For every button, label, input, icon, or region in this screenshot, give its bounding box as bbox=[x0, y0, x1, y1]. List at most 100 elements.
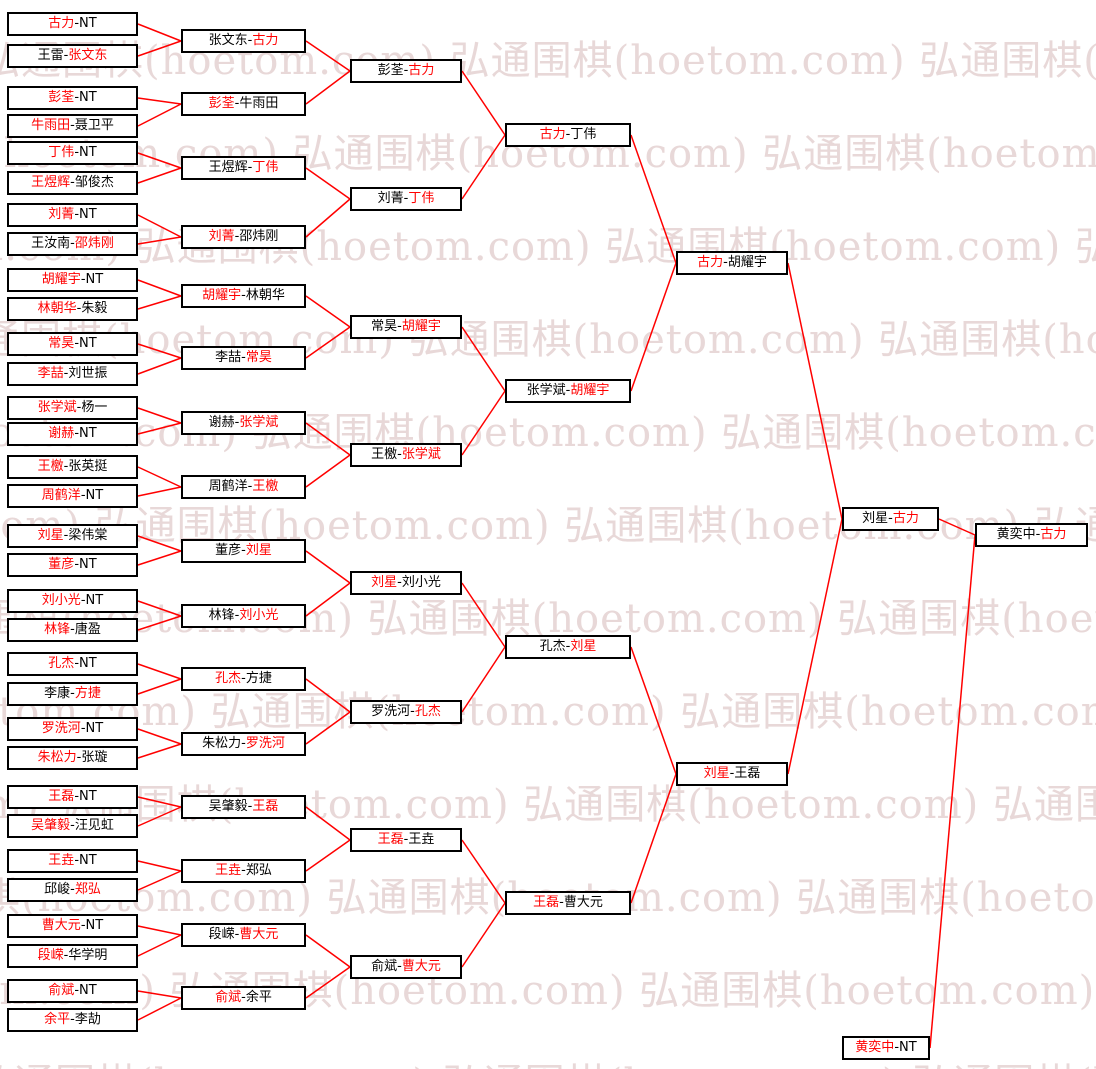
winner-name: 李喆 bbox=[37, 366, 64, 381]
name-separator: - bbox=[397, 575, 402, 590]
winner-name: 王檄 bbox=[37, 459, 64, 474]
match-box-A5: 丁伟-NT bbox=[7, 141, 138, 165]
winner-name: 王檄 bbox=[252, 479, 279, 494]
match-box-B2: 彭荃-牛雨田 bbox=[181, 92, 306, 116]
connector-line bbox=[137, 870, 182, 891]
match-box-D2: 张学斌-胡耀宇 bbox=[505, 379, 631, 403]
connector-line bbox=[137, 167, 182, 184]
winner-name: 王磊 bbox=[377, 832, 404, 847]
loser-name: 方捷 bbox=[245, 671, 272, 686]
connector-line bbox=[137, 806, 182, 827]
name-separator: - bbox=[70, 818, 75, 833]
winner-name: 牛雨田 bbox=[31, 118, 71, 133]
connector-line bbox=[137, 103, 182, 127]
loser-name: 段嵘 bbox=[208, 927, 235, 942]
winner-name: 胡耀宇 bbox=[202, 288, 242, 303]
winner-name: 林朝华 bbox=[37, 301, 77, 316]
loser-name: 曹大元 bbox=[563, 895, 603, 910]
match-box-A7: 刘菁-NT bbox=[7, 203, 138, 227]
winner-name: 王垚 bbox=[48, 853, 75, 868]
connector-line bbox=[137, 422, 182, 435]
connector-line bbox=[461, 70, 506, 136]
name-separator: - bbox=[241, 736, 246, 751]
loser-name: 黄奕中 bbox=[996, 527, 1036, 542]
connector-line bbox=[305, 678, 351, 713]
loser-name: NT bbox=[85, 593, 104, 608]
name-separator: - bbox=[76, 400, 82, 415]
winner-name: 周鹤洋 bbox=[41, 488, 81, 503]
match-box-A16: 周鹤洋-NT bbox=[7, 484, 138, 508]
winner-name: 王煜辉 bbox=[31, 175, 71, 190]
connector-line bbox=[461, 902, 506, 968]
match-box-B11: 孔杰-方捷 bbox=[181, 667, 306, 691]
connector-line bbox=[137, 214, 182, 238]
loser-name: NT bbox=[899, 1040, 917, 1055]
match-box-B15: 段嵘-曹大元 bbox=[181, 923, 306, 947]
match-box-D1: 古力-丁伟 bbox=[505, 123, 631, 147]
loser-name: 刘世振 bbox=[68, 366, 108, 381]
match-box-B4: 刘菁-邵炜刚 bbox=[181, 225, 306, 249]
loser-name: 李喆 bbox=[215, 350, 242, 365]
name-separator: - bbox=[241, 990, 246, 1005]
winner-name: 朱松力 bbox=[37, 750, 77, 765]
name-separator: - bbox=[888, 511, 893, 526]
name-separator: - bbox=[74, 426, 80, 441]
winner-name: 余平 bbox=[44, 1012, 71, 1027]
loser-name: 梁伟棠 bbox=[68, 528, 108, 543]
connector-line bbox=[137, 934, 182, 957]
name-separator: - bbox=[241, 863, 246, 878]
winner-name: 林锋 bbox=[44, 622, 71, 637]
loser-name: 周鹤洋 bbox=[208, 479, 248, 494]
name-separator: - bbox=[234, 608, 240, 623]
connector-line bbox=[137, 550, 182, 566]
connector-line bbox=[461, 134, 506, 200]
connector-line bbox=[305, 839, 351, 872]
winner-name: 谢赫 bbox=[48, 426, 75, 441]
loser-name: NT bbox=[79, 207, 97, 222]
name-separator: - bbox=[70, 686, 75, 701]
name-separator: - bbox=[241, 350, 246, 365]
name-separator: - bbox=[397, 959, 402, 974]
winner-name: 刘星 bbox=[371, 575, 398, 590]
connector-line bbox=[137, 615, 182, 631]
winner-name: 彭荃 bbox=[48, 90, 75, 105]
name-separator: - bbox=[70, 236, 75, 251]
loser-name: 罗洗河 bbox=[371, 704, 411, 719]
match-box-A18: 董彦-NT bbox=[7, 553, 138, 577]
name-separator: - bbox=[397, 319, 402, 334]
loser-name: NT bbox=[79, 983, 97, 998]
winner-name: 俞斌 bbox=[215, 990, 242, 1005]
loser-name: 胡耀宇 bbox=[727, 255, 767, 270]
match-box-A2: 王雷-张文东 bbox=[7, 44, 138, 68]
match-box-C6: 罗洗河-孔杰 bbox=[350, 700, 462, 724]
winner-name: 丁伟 bbox=[408, 191, 435, 206]
loser-name: 董彦 bbox=[215, 543, 242, 558]
name-separator: - bbox=[70, 175, 75, 190]
connector-line bbox=[137, 728, 182, 745]
loser-name: NT bbox=[79, 426, 97, 441]
name-separator: - bbox=[397, 447, 402, 462]
match-box-A4: 牛雨田-聂卫平 bbox=[7, 114, 138, 138]
name-separator: - bbox=[74, 557, 80, 572]
connector-line bbox=[305, 422, 351, 456]
match-box-B14: 王垚-郑弘 bbox=[181, 859, 306, 883]
connector-line bbox=[630, 262, 677, 392]
winner-name: 刘星 bbox=[703, 766, 730, 781]
match-box-A32: 余平-李劼 bbox=[7, 1008, 138, 1032]
match-box-A23: 罗洗河-NT bbox=[7, 717, 138, 741]
match-box-D3: 孔杰-刘星 bbox=[505, 635, 631, 659]
connector-line bbox=[137, 23, 182, 42]
winner-name: 胡耀宇 bbox=[41, 272, 81, 287]
name-separator: - bbox=[70, 118, 75, 133]
match-box-C5: 刘星-刘小光 bbox=[350, 571, 462, 595]
match-box-A6: 王煜辉-邹俊杰 bbox=[7, 171, 138, 195]
connector-line bbox=[787, 518, 843, 775]
connector-line bbox=[137, 295, 182, 310]
winner-name: 王垚 bbox=[215, 863, 242, 878]
loser-name: 王汝南 bbox=[31, 236, 71, 251]
loser-name: NT bbox=[85, 918, 104, 933]
loser-name: 孔杰 bbox=[539, 639, 566, 654]
connector-line bbox=[137, 486, 182, 497]
connector-line bbox=[137, 990, 182, 999]
name-separator: - bbox=[63, 366, 69, 381]
